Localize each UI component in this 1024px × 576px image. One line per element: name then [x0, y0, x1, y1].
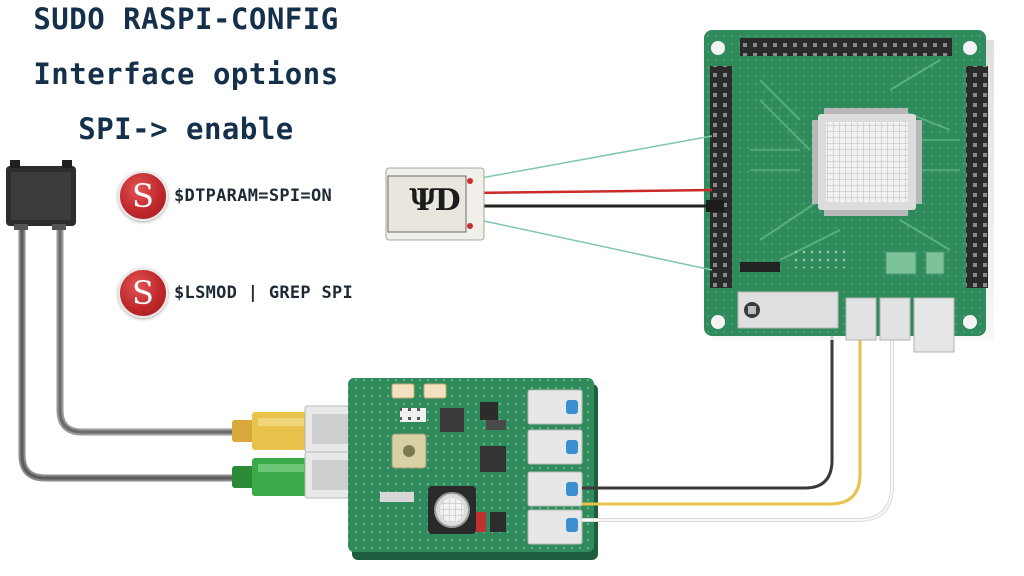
red-wire [469, 188, 713, 195]
heading-line-2: Interface options [33, 57, 339, 91]
spi-module-display: ΨD [409, 183, 460, 218]
cable-grey [56, 222, 240, 436]
command-text-lsmod: $LSMOD | GREP SPI [174, 283, 354, 303]
teal-wire-upper [469, 135, 713, 181]
small-board-ports [527, 389, 583, 545]
cable-to-board-yellow [582, 330, 862, 506]
command-text-dtparam: $DTPARAM=SPI=ON [174, 186, 333, 206]
green-plug [232, 451, 366, 499]
main-board [704, 30, 994, 353]
command-row-dtparam: S $DTPARAM=SPI=ON [118, 171, 333, 221]
spi-module [385, 167, 485, 241]
command-row-lsmod: S $LSMOD | GREP SPI [118, 268, 354, 318]
s-badge-icon: S [118, 268, 168, 318]
cable-to-board-white [582, 330, 894, 522]
cable-dark [18, 222, 240, 482]
heading-line-1: SUDO RASPI-CONFIG [33, 2, 339, 36]
cable-to-board-dark [582, 330, 834, 490]
teal-wire-lower [469, 217, 713, 271]
yellow-plug [232, 405, 366, 453]
black-wire [470, 200, 724, 212]
s-badge-icon: S [118, 171, 168, 221]
heading-line-3: SPI-> enable [78, 112, 294, 146]
usb-connector-icon [6, 160, 76, 230]
